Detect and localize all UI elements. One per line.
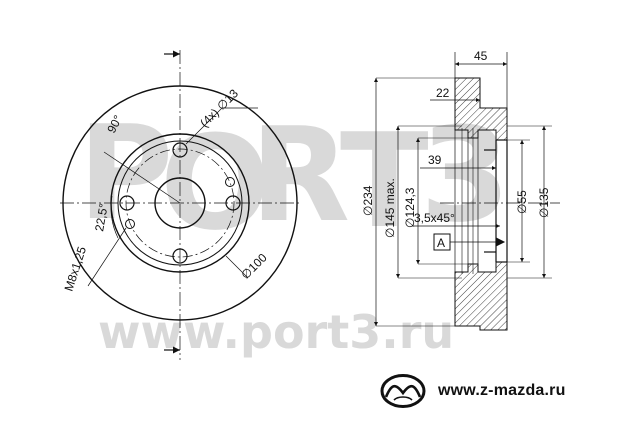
brand-footer: www.z-mazda.ru (380, 372, 566, 410)
front-view (60, 50, 300, 360)
side-view-labels: 45 22 39 3,5x45° A ∅234 ∅145 max. ∅124,3… (361, 49, 551, 250)
center-bore-label: ∅55 (515, 190, 529, 214)
side-view (373, 52, 560, 331)
bore-diameter-label: ∅135 (537, 187, 551, 218)
max-diameter-label: ∅145 max. (383, 178, 397, 238)
outer-diameter-label: ∅234 (361, 185, 375, 216)
hat-diameter-label: ∅124,3 (403, 187, 417, 228)
datum-a-label: A (437, 236, 445, 250)
watermark-letter: T (340, 105, 429, 257)
brand-url[interactable]: www.z-mazda.ru (438, 382, 566, 399)
thickness-45-label: 45 (474, 49, 488, 63)
hat-depth-39-label: 39 (428, 153, 442, 167)
angle-22-5-label: 22,5° (92, 202, 111, 232)
thread-label: M8x1,25 (62, 245, 90, 293)
offset-22-label: 22 (436, 86, 450, 100)
mazda-logo-icon (380, 374, 426, 408)
watermark-text: www.port3.ru (98, 305, 454, 359)
watermark-letter: O (160, 107, 271, 259)
chamfer-label: 3,5x45° (414, 211, 455, 225)
